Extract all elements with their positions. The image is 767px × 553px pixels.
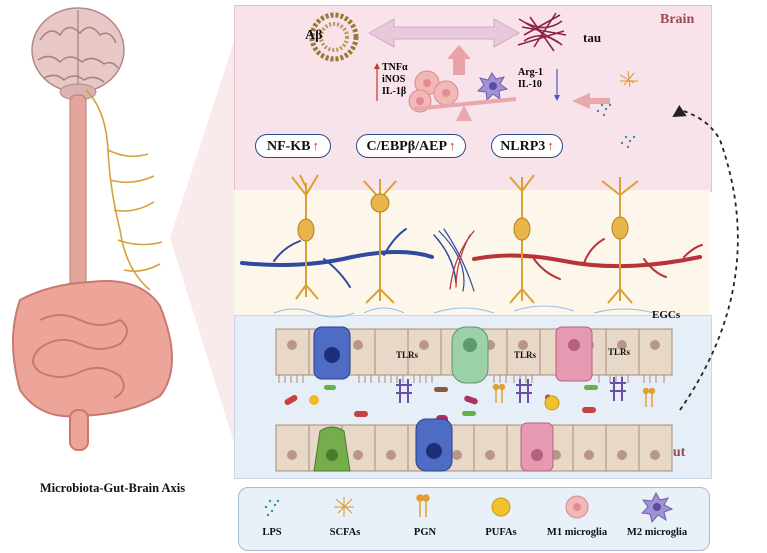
legend-label-pufas: PUFAs <box>485 527 517 538</box>
neuron-3 <box>509 174 535 304</box>
m1-marker-il1b: IL-1β <box>382 86 407 97</box>
up-arrow-icon <box>447 45 471 75</box>
left-arrow-icon <box>572 93 610 109</box>
left-caption: Microbiota-Gut-Brain Axis <box>39 481 186 495</box>
m1-markers: TNFα iNOS IL-1β <box>382 62 408 98</box>
legend-icons <box>264 491 674 524</box>
m2-markers: Arg-1 IL-10 <box>518 67 543 91</box>
legend-label-scfas: SCFAs <box>329 527 361 538</box>
pathway-nlrp3: NLRP3↑ <box>491 134 563 158</box>
double-arrow-icon <box>367 18 521 48</box>
legend-label-m2-microglia: M2 microglia <box>626 527 688 538</box>
neuron-1 <box>291 174 319 300</box>
m1-marker-tnfa: TNFα <box>382 62 408 73</box>
balance-beam <box>413 97 517 121</box>
neuron-3-soma <box>513 217 531 241</box>
pathway-nfkb: NF-KB↑ <box>255 134 331 158</box>
epithelium-top <box>275 326 673 384</box>
tlr-label-1: TLRs <box>396 350 419 360</box>
m1-microglia-icon <box>565 495 589 519</box>
neuron-4-soma <box>611 216 629 240</box>
neuron-content <box>240 174 703 318</box>
m2-microglia-icon <box>476 72 509 102</box>
abeta-label: Aβ <box>305 28 323 43</box>
abeta-plaque-icon <box>309 12 359 62</box>
scfa-signal-icon <box>619 70 638 88</box>
vein-vessel <box>240 228 475 292</box>
neuron-1-soma <box>297 218 315 242</box>
neuron-4 <box>601 177 639 304</box>
tlr-receptor-1 <box>396 379 412 403</box>
artery-vessel <box>449 230 703 290</box>
legend-label-lps: LPS <box>262 527 282 538</box>
spinal-cord <box>69 94 87 306</box>
brain-illustration <box>31 7 125 101</box>
m2-marker-il10: IL-10 <box>518 79 542 90</box>
neuron-2-soma <box>370 193 390 213</box>
brain-content <box>309 12 638 149</box>
gut-pgn <box>492 383 656 407</box>
lps-dots-icon <box>264 499 280 517</box>
egcs-label: EGCs <box>652 309 681 321</box>
scfa-fibers-icon <box>334 497 354 517</box>
intestine-illustration <box>12 280 173 451</box>
legend-label-pgn: PGN <box>413 527 437 538</box>
dashed-return-arrow <box>672 104 739 411</box>
pgn-lipid-icon <box>416 494 430 517</box>
tlr-label-2: TLRs <box>514 350 537 360</box>
brain-label: Brain <box>660 12 695 27</box>
tlr-receptor-3 <box>610 377 626 401</box>
m2-marker-arg1: Arg-1 <box>518 67 543 78</box>
pathway-cebpb-aep: C/EBPβ/AEP↑ <box>356 134 466 158</box>
egc-glia <box>273 305 655 318</box>
m1-marker-inos: iNOS <box>382 74 406 85</box>
tau-tangle-icon <box>517 12 567 52</box>
m2-microglia-icon <box>640 491 674 524</box>
pufa-sphere-icon <box>491 497 511 517</box>
tau-label: tau <box>583 30 602 45</box>
microvilli-top <box>278 375 665 383</box>
tlr-receptor-2 <box>516 379 532 403</box>
anatomy-illustration <box>12 7 173 451</box>
legend-panel <box>238 487 710 551</box>
lps-signal-icon <box>596 103 636 149</box>
tlr-label-3: TLRs <box>608 347 631 357</box>
legend-label-m1-microglia: M1 microglia <box>546 527 608 538</box>
vagus-nerve <box>85 89 163 317</box>
gut-content <box>275 326 673 472</box>
zoom-cone <box>170 8 245 478</box>
epithelium-bottom <box>275 418 673 472</box>
